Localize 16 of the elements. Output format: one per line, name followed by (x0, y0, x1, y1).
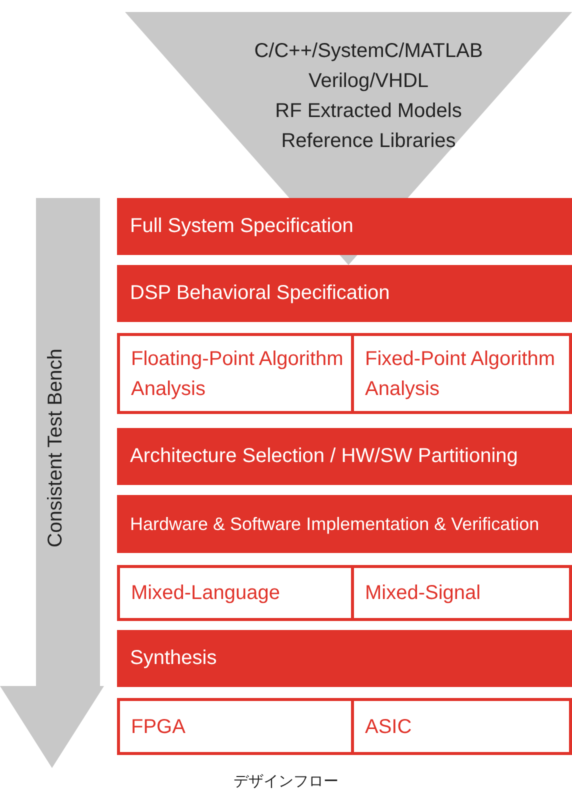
process-box: DSP Behavioral Specification (117, 265, 572, 322)
input-label: Reference Libraries (281, 129, 456, 154)
process-cell: Fixed-Point Algorithm Analysis (351, 333, 572, 414)
input-label: Verilog/VHDL (308, 69, 429, 94)
process-cell: FPGA (117, 698, 354, 755)
process-cell: Floating-Point Algorithm Analysis (117, 333, 354, 414)
process-box: Architecture Selection / HW/SW Partitioning (117, 428, 572, 485)
arrow-label: Consistent Test Bench (44, 348, 68, 548)
process-box: Synthesis (117, 630, 572, 687)
process-cell: ASIC (351, 698, 572, 755)
input-label: RF Extracted Models (275, 99, 462, 124)
process-cell: Mixed-Signal (351, 565, 572, 621)
caption: デザインフロー (234, 772, 338, 791)
process-cell: Mixed-Language (117, 565, 354, 621)
input-label: C/C++/SystemC/MATLAB (254, 39, 483, 64)
process-box: Hardware & Software Implementation & Verification (117, 495, 572, 553)
